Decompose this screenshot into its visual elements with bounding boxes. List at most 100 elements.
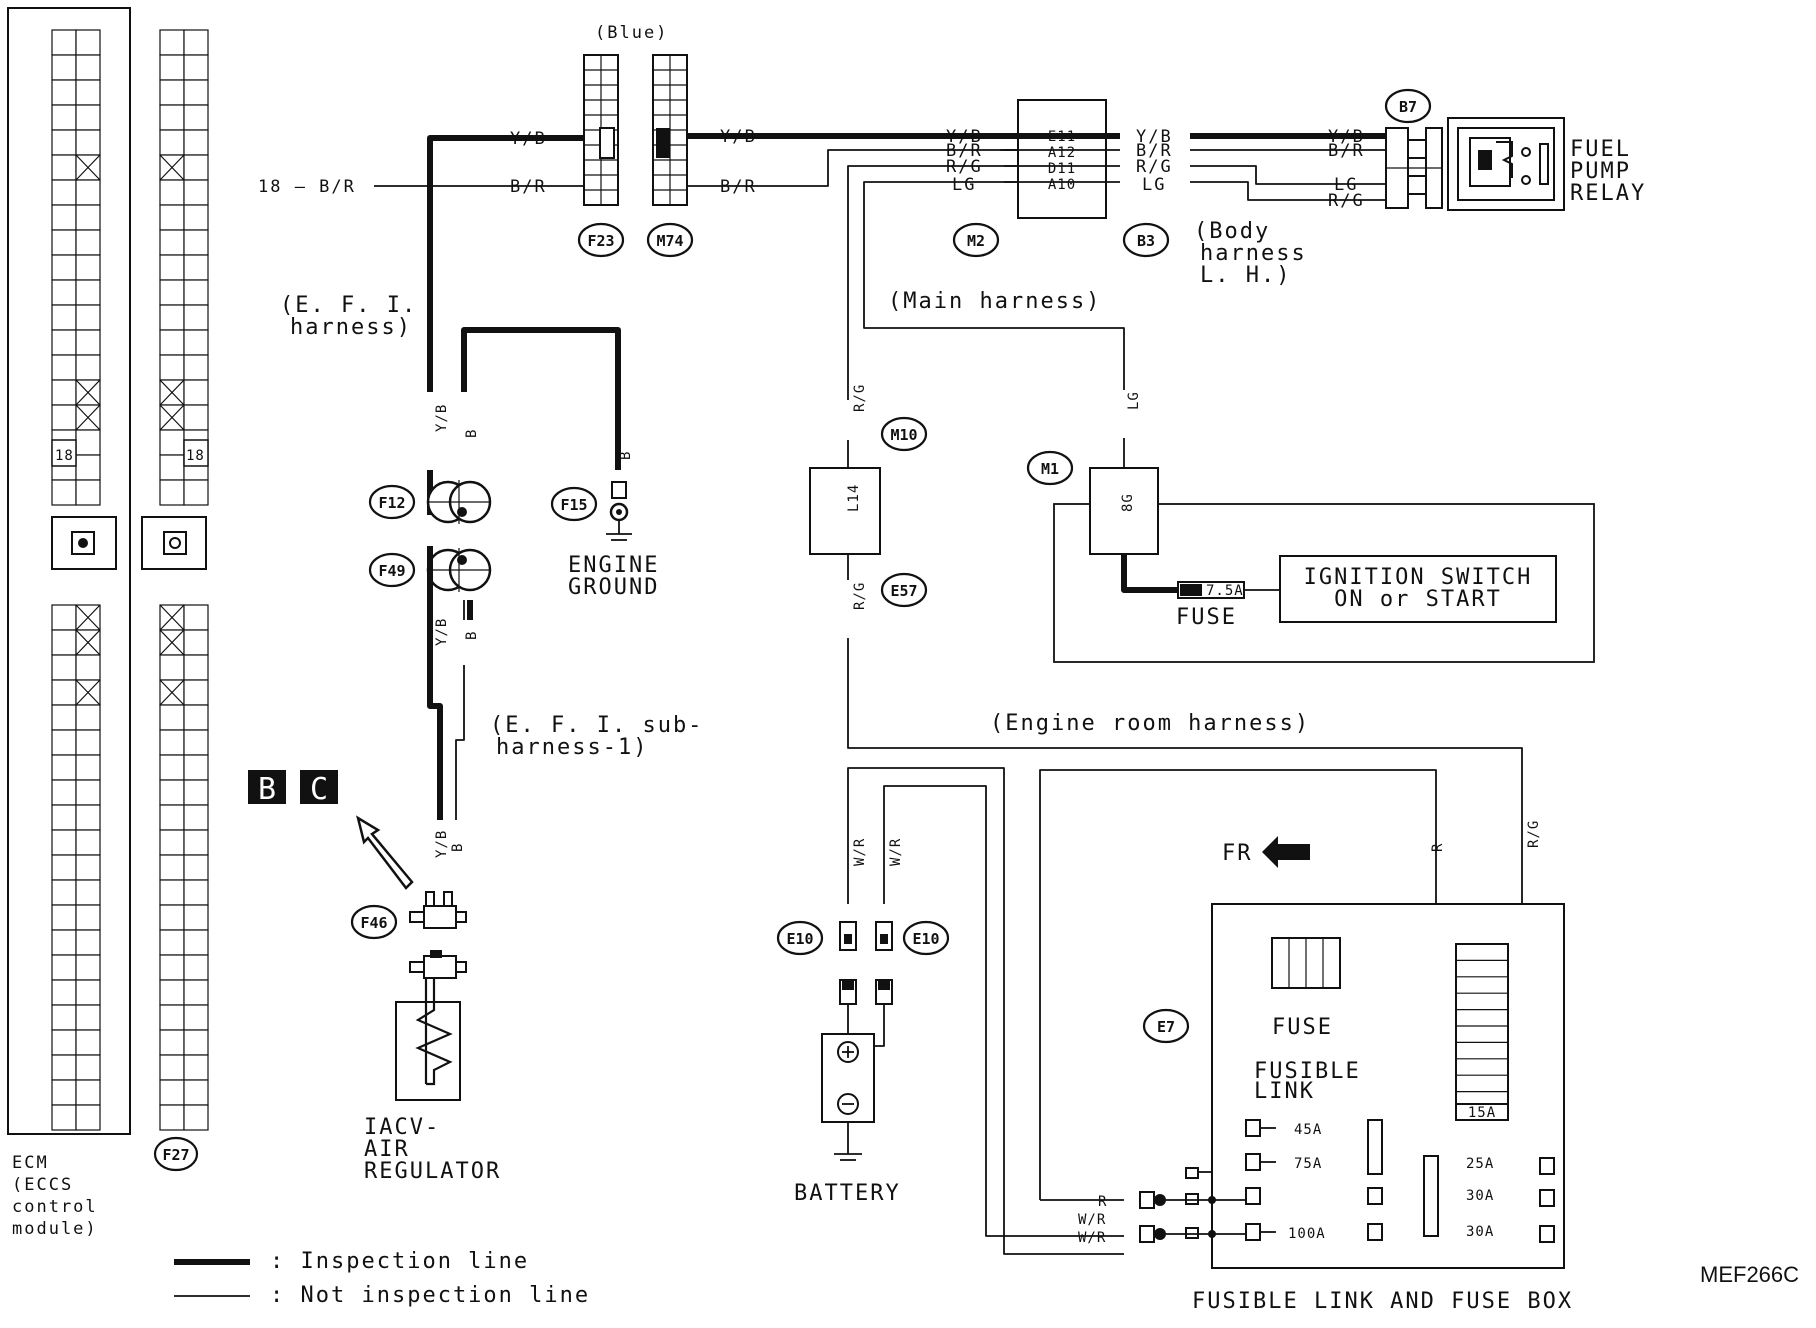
ecm-pin-cell (51, 304, 77, 331)
ecm-pin-cell (75, 29, 101, 56)
ecm-pin-cell (75, 779, 101, 806)
wire-label-b-vert-3: B (450, 843, 466, 852)
ecm-pin-cell (51, 954, 77, 981)
ecm-lock-ring-right (169, 537, 181, 549)
ecm-pin-cell (183, 729, 209, 756)
wire-yb-efi (427, 135, 584, 392)
ecm-pin-cell (159, 104, 185, 131)
ecm-pin-cell (183, 604, 209, 631)
ecm-pin-cell (159, 879, 185, 906)
connector-m74 (646, 222, 694, 258)
connector-b3-label: B3 (1137, 232, 1155, 250)
ecm-pin-cell (75, 54, 101, 81)
ecm-pin-grid-right (159, 29, 209, 1131)
connector-f46-label: F46 (360, 914, 387, 932)
ecm-pin-cell (75, 279, 101, 306)
m2-pin-a10: A10 (1048, 177, 1076, 193)
ecm-pin-cell (159, 1029, 185, 1056)
ignition-switch-box (1279, 555, 1557, 623)
connector-e57-label: E57 (890, 582, 917, 600)
ecm-pin-cell (183, 654, 209, 681)
wire-label-br-f23: B/R (510, 177, 547, 197)
ecm-pin-cell (75, 804, 101, 831)
ecm-pin-cell (75, 254, 101, 281)
fusible-45a-label: 45A (1294, 1122, 1322, 1138)
ecm-pin-cell (159, 954, 185, 981)
ignition-switch-label-1: IGNITION SWITCH (1304, 565, 1533, 590)
fuse-25a-label: 25A (1466, 1156, 1494, 1172)
ecm-pin-cell (159, 79, 185, 106)
ecm-pin-cell (183, 1004, 209, 1031)
connector-f27 (153, 1136, 199, 1172)
ecm-pin-cell (183, 279, 209, 306)
relay-connector-body (1385, 127, 1443, 209)
ecm-pin-cell (75, 754, 101, 781)
ref-box-b (248, 770, 286, 804)
connector-e7 (1142, 1008, 1190, 1044)
wire-yb-sub (427, 600, 443, 820)
engine-ground-symbol (606, 481, 632, 541)
ecm-label-line-3: control (12, 1197, 98, 1217)
ecm-pin-cell (51, 29, 77, 56)
ecm-pin-cell (51, 254, 77, 281)
ecm-pin-cell (159, 854, 185, 881)
ecm-pin-cell (183, 629, 209, 656)
wire-wr-2 (883, 785, 1124, 1237)
ecm-pin-cell (75, 879, 101, 906)
ecm-pin-cell (51, 604, 77, 631)
ecm-pin-cell (183, 804, 209, 831)
ecm-pin-cell (75, 354, 101, 381)
ecm-pin-cell (183, 1079, 209, 1106)
connector-m74-body (652, 54, 688, 206)
fuel-pump-relay (1447, 117, 1565, 211)
ecm-pin-cell (51, 1029, 77, 1056)
relay-label-2: PUMP (1570, 159, 1631, 184)
ecm-pin-cell (183, 54, 209, 81)
ecm-pin-cell (159, 54, 185, 81)
ecm-pin-cell (75, 1054, 101, 1081)
fuse-15a-label: 15A (1468, 1105, 1496, 1121)
ecm-pin-cell (75, 229, 101, 256)
ecm-pin-18-right (183, 439, 209, 467)
wire-label-b-vert-1: B (464, 429, 480, 438)
ecm-pin-cell (159, 479, 185, 506)
battery-label: BATTERY (794, 1181, 901, 1206)
ecm-pin-cell (51, 354, 77, 381)
efi-sub-harness-label-1: (E. F. I. sub- (490, 713, 703, 738)
ecm-pin-cell (51, 904, 77, 931)
efi-harness-label-1: (E. F. I. (280, 293, 417, 318)
ecm-pin-cell (183, 754, 209, 781)
connector-b7-label: B7 (1399, 98, 1417, 116)
fuse-box-title: FUSIBLE LINK AND FUSE BOX (1192, 1289, 1573, 1314)
ecm-pin-cell (159, 29, 185, 56)
fuse-30a-label-2: 30A (1466, 1224, 1494, 1240)
connector-e10-left-label: E10 (786, 930, 813, 948)
ecm-label-line-1: ECM (12, 1153, 49, 1173)
ecm-pin-cell (75, 979, 101, 1006)
ecm-pin-cell (51, 654, 77, 681)
fusible-links-left: 45A 75A 100A (1245, 1119, 1383, 1242)
ecm-pin-cell (51, 104, 77, 131)
wire-label-br-m74: B/R (720, 177, 757, 197)
ecm-pin-cell (159, 129, 185, 156)
ecm-pin-cell (51, 79, 77, 106)
ecm-pin-cell (183, 854, 209, 881)
ecm-pin-cell (75, 454, 101, 481)
ecm-block: 18 18 ECM (ECCS control module) F27 (7, 7, 209, 1239)
ecm-pin-cell (183, 79, 209, 106)
ecm-pin-grid-left (51, 29, 101, 1131)
ecm-pin-cell (183, 679, 209, 706)
connector-f46-body (409, 891, 467, 979)
wire-rg-main (847, 165, 1018, 400)
wire-label-b3-lg: LG (1142, 175, 1166, 195)
ecm-pin-cell (51, 1004, 77, 1031)
wire-label-wr-fuse-1: W/R (1078, 1212, 1106, 1228)
ecm-pin-cell (159, 779, 185, 806)
connector-f15 (550, 486, 598, 522)
ecm-pin-cell (51, 754, 77, 781)
ecm-pin-cell (159, 754, 185, 781)
ecm-pin-cell (75, 954, 101, 981)
engine-ground-label-2: GROUND (568, 575, 659, 600)
relay-label-1: FUEL (1570, 137, 1631, 162)
main-harness-label: (Main harness) (888, 289, 1101, 314)
